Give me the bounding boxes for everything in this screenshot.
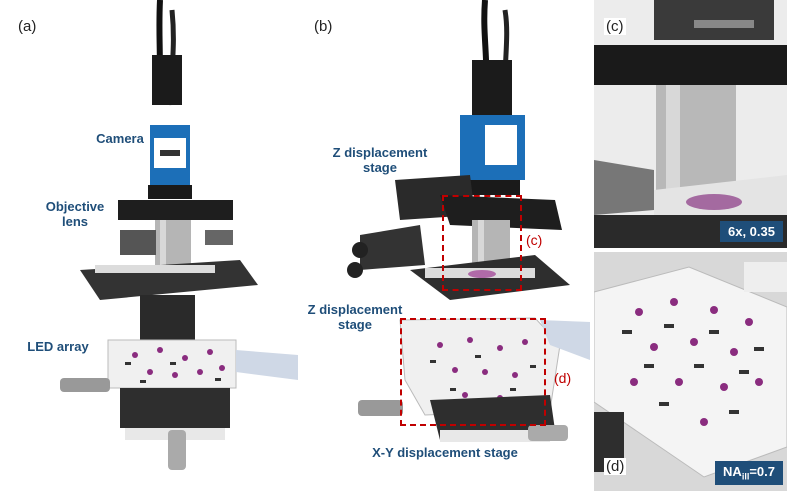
led-array-closeup-photo: [594, 252, 787, 491]
microscope-photo-b: [347, 0, 590, 442]
camera-callout: Camera: [96, 131, 144, 146]
objective-lens-callout: Objective lens: [45, 199, 105, 229]
panel-b-label: (b): [314, 18, 333, 35]
microscope-photo-a: [60, 0, 298, 470]
dashed-box-d: [400, 318, 546, 426]
z-stage-bottom-callout: Z displacement stage: [307, 302, 403, 332]
led-array-callout: LED array: [27, 339, 89, 354]
panel-d-label: (d): [604, 458, 627, 475]
dashed-box-d-label: (d): [554, 370, 572, 386]
objective-closeup-photo: [594, 0, 787, 248]
panel-a-label: (a): [18, 18, 37, 35]
panel-a: (a) Camera Objective lens LED array: [0, 0, 298, 491]
panel-d-badge: NAill=0.7: [715, 461, 783, 485]
dashed-box-c-label: (c): [526, 232, 543, 248]
z-stage-top-callout: Z displacement stage: [332, 145, 428, 175]
badge-ill-sub: ill: [741, 472, 750, 482]
panel-c-badge: 6x, 0.35: [720, 221, 783, 242]
panel-c: (c) 6x, 0.35: [594, 0, 787, 248]
panel-b: (b) Z displacement stage Z displacement …: [300, 0, 590, 491]
badge-na-value: =0.7: [749, 464, 775, 480]
panel-c-label: (c): [604, 18, 626, 35]
panel-d: (d) NAill=0.7: [594, 252, 787, 491]
xy-stage-callout: X-Y displacement stage: [372, 445, 518, 460]
badge-na-prefix: NA: [723, 464, 742, 480]
dashed-box-c: [442, 195, 522, 291]
